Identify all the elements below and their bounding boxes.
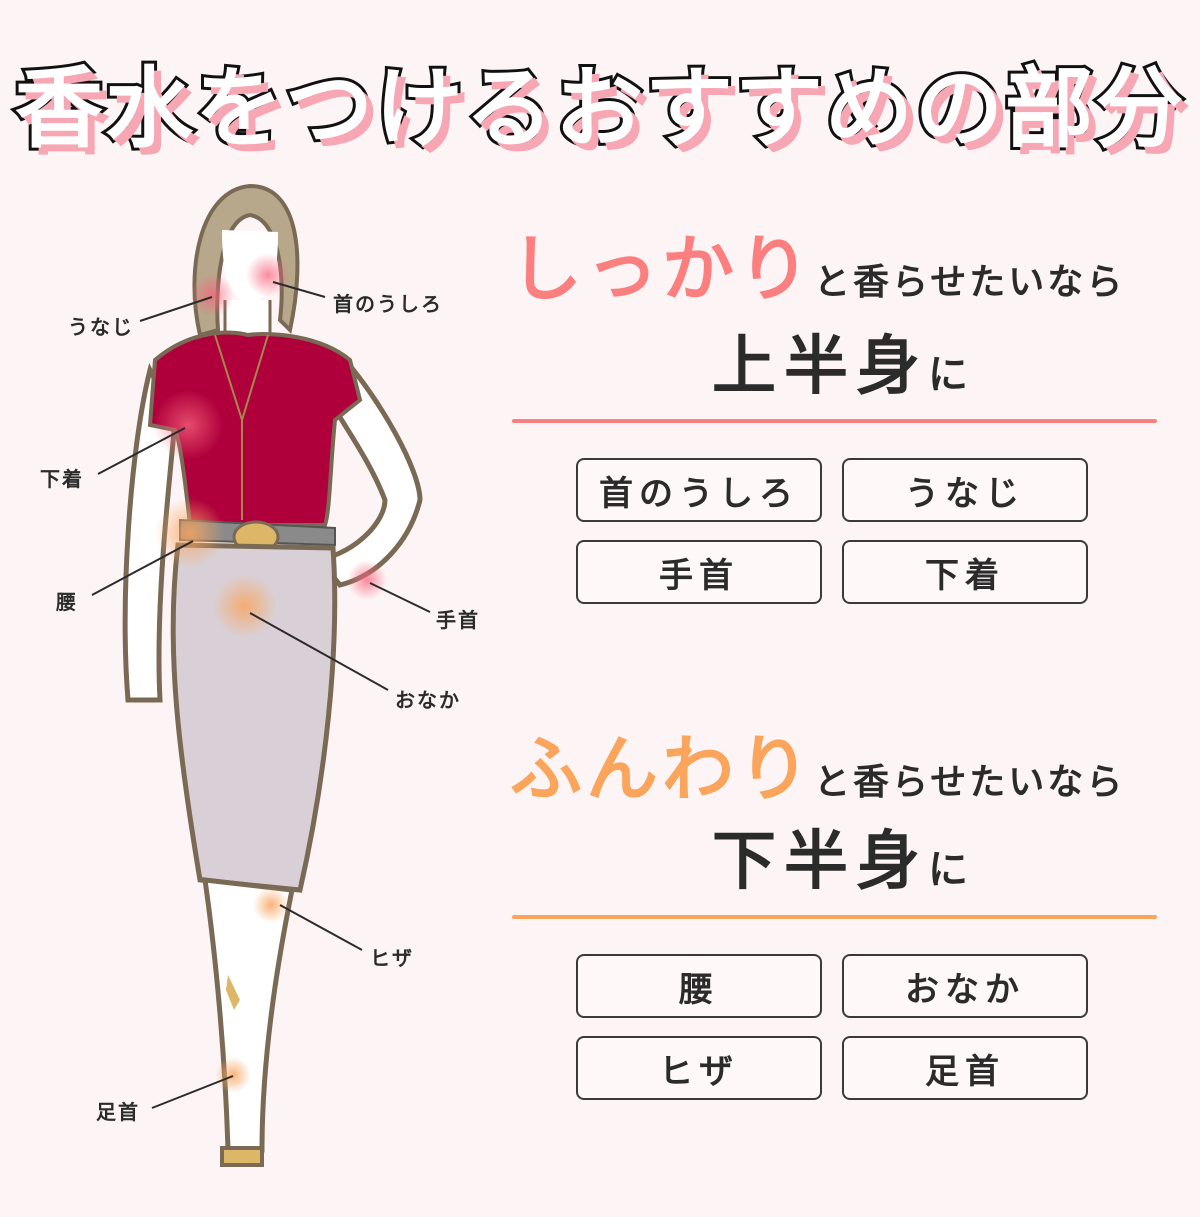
- spot-koshi: [155, 498, 225, 568]
- callout-tekubi: 手首: [436, 608, 480, 632]
- chip-onaka: おなか: [842, 954, 1088, 1018]
- spot-tekubi: [347, 560, 387, 600]
- callout-kubi-ushiro: 首のうしろ: [333, 292, 443, 316]
- upper-target-big: 上半身: [712, 330, 928, 404]
- page-title: 香水をつけるおすすめの部分: [12, 54, 1186, 163]
- lower-body-section: ふんわりと香らせたいなら 下半身に 腰 おなか ヒザ 足首: [510, 710, 1170, 1110]
- callout-unaji: うなじ: [68, 315, 134, 339]
- spot-shitagi: [153, 390, 223, 460]
- upper-headline: しっかりと香らせたいなら: [510, 210, 1170, 315]
- upper-chip-grid: 首のうしろ うなじ 手首 下着: [576, 458, 1088, 604]
- upper-target: 上半身に: [510, 315, 1170, 407]
- chip-tekubi: 手首: [576, 540, 822, 604]
- upper-target-suffix: に: [928, 352, 968, 398]
- woman-illustration: うなじ 首のうしろ 下着 腰 手首 おなか ヒザ 足首: [0, 160, 500, 1200]
- callout-koshi: 腰: [56, 590, 78, 614]
- spot-unaji: [190, 273, 234, 317]
- spot-hiza: [253, 887, 289, 923]
- lower-headline-rest: と香らせたいなら: [814, 762, 1126, 803]
- upper-body-section: しっかりと香らせたいなら 上半身に 首のうしろ うなじ 手首 下着: [510, 210, 1170, 610]
- upper-divider: [512, 419, 1157, 423]
- callout-hiza: ヒザ: [370, 946, 414, 970]
- spot-onaka: [213, 574, 277, 638]
- chip-ashikubi: 足首: [842, 1036, 1088, 1100]
- chip-kubi-ushiro: 首のうしろ: [576, 458, 822, 522]
- spot-ashikubi: [215, 1057, 251, 1093]
- chip-unaji: うなじ: [842, 458, 1088, 522]
- lower-chip-grid: 腰 おなか ヒザ 足首: [576, 954, 1088, 1100]
- chip-shitagi: 下着: [842, 540, 1088, 604]
- callout-onaka: おなか: [395, 688, 461, 712]
- lower-target-big: 下半身: [712, 825, 928, 899]
- lower-headline: ふんわりと香らせたいなら: [510, 710, 1170, 815]
- upper-accent-word: しっかり: [510, 227, 815, 311]
- lower-target-suffix: に: [928, 847, 968, 893]
- lower-divider: [512, 915, 1157, 919]
- chip-koshi: 腰: [576, 954, 822, 1018]
- lower-accent-word: ふんわり: [510, 727, 815, 811]
- chip-hiza: ヒザ: [576, 1036, 822, 1100]
- figure-drawing: [91, 183, 431, 1167]
- callout-shitagi: 下着: [40, 467, 84, 491]
- spot-kubi-ushiro: [246, 253, 290, 297]
- upper-headline-rest: と香らせたいなら: [814, 262, 1126, 303]
- callout-ashikubi: 足首: [96, 1100, 140, 1124]
- lower-target: 下半身に: [510, 810, 1170, 902]
